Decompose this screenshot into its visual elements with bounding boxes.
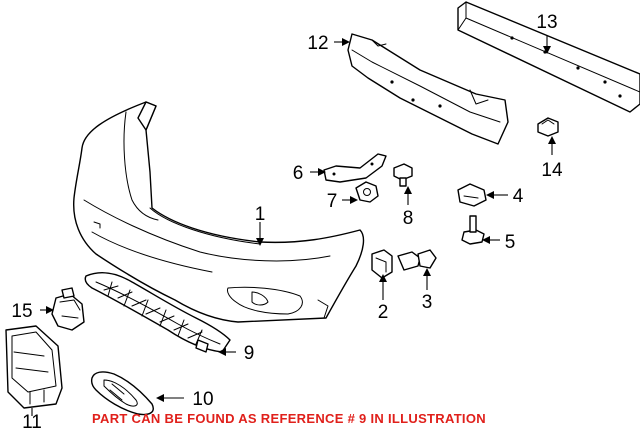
- part-10-fog-lamp-bezel: [90, 371, 154, 416]
- callout-4: 4: [513, 186, 524, 207]
- callout-12: 12: [307, 33, 328, 54]
- part-7-nut: [355, 181, 379, 203]
- callout-14: 14: [541, 160, 563, 181]
- reference-note: PART CAN BE FOUND AS REFERENCE # 9 IN IL…: [92, 411, 486, 426]
- part-2-retainer: [371, 249, 393, 279]
- part-15-bracket: [51, 287, 85, 331]
- part-13-reinforcement-beam: [457, 1, 640, 113]
- callout-13: 13: [536, 12, 557, 33]
- part-12-energy-absorber: [347, 33, 509, 145]
- callout-8: 8: [403, 208, 414, 229]
- callout-3: 3: [422, 292, 433, 313]
- part-9-lower-grille: [84, 271, 231, 353]
- callout-6: 6: [293, 163, 304, 184]
- callout-9: 9: [244, 343, 255, 364]
- callout-5: 5: [505, 232, 516, 253]
- leader-lines: [31, 35, 556, 416]
- callout-10: 10: [192, 389, 213, 410]
- callout-2: 2: [378, 302, 389, 323]
- part-8-screw: [393, 163, 413, 187]
- callout-7: 7: [327, 191, 338, 212]
- part-3-push-clip: [397, 249, 437, 271]
- callout-11: 11: [22, 412, 42, 431]
- part-6-side-bracket: [323, 153, 387, 183]
- part-4-clip: [457, 183, 487, 207]
- part-5-bolt: [461, 215, 485, 245]
- part-14-bolt: [537, 117, 559, 137]
- callout-1: 1: [255, 204, 266, 225]
- part-11-license-bracket: [5, 325, 63, 409]
- callout-15: 15: [11, 301, 32, 322]
- part-1-bumper-cover: [73, 101, 365, 323]
